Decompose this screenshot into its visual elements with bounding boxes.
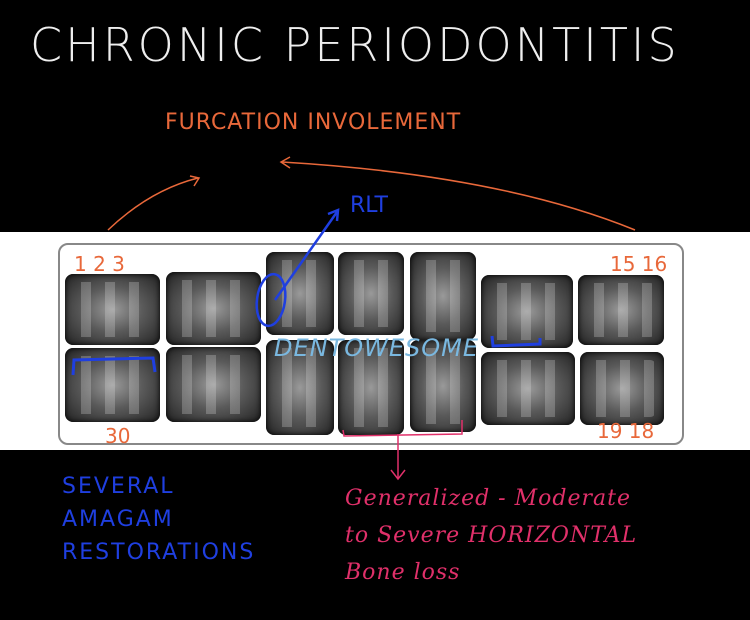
arrow-head xyxy=(390,469,406,481)
amalgam-bracket-lower-right xyxy=(71,356,157,376)
xray-tile xyxy=(410,252,476,340)
title: CHRONIC PERIODONTITIS xyxy=(30,18,680,72)
xray-tile xyxy=(266,340,334,435)
xray-tile xyxy=(166,272,261,345)
teeth-label-15-16: 15 16 xyxy=(610,252,668,276)
note-line: to Severe HORIZONTAL xyxy=(345,523,638,548)
arrow-head xyxy=(189,175,201,187)
bone-loss-note: Generalized - Moderate to Severe HORIZON… xyxy=(345,480,637,591)
amalgam-bracket-upper-left xyxy=(490,335,542,348)
arrow-to-furcation-right xyxy=(281,161,636,231)
xray-tile xyxy=(338,252,404,335)
arrow-to-furcation-left xyxy=(107,177,199,231)
tooth-label-30: 30 xyxy=(105,424,131,448)
xray-tile xyxy=(578,275,664,345)
xray-tile xyxy=(338,340,404,435)
teeth-label-19-18: 19 18 xyxy=(597,419,655,443)
note-line: AMAGAM xyxy=(62,507,174,532)
bone-loss-bracket xyxy=(342,420,463,437)
xray-tile xyxy=(410,340,476,432)
note-line: Bone loss xyxy=(345,560,461,585)
xray-tile xyxy=(481,352,575,425)
note-line: SEVERAL xyxy=(62,474,175,499)
xray-tile xyxy=(580,352,664,425)
note-line: Generalized - Moderate xyxy=(345,486,631,511)
teeth-label-1-2-3: 1 2 3 xyxy=(74,252,125,276)
arrow-head xyxy=(327,208,340,222)
amalgam-note: SEVERAL AMAGAM RESTORATIONS xyxy=(62,470,255,569)
rct-label: RLT xyxy=(350,193,388,218)
arrow-head xyxy=(279,156,291,169)
rct-circle xyxy=(255,272,287,328)
note-line: RESTORATIONS xyxy=(62,540,256,565)
xray-tile xyxy=(481,275,573,348)
watermark: DENTOWESOME xyxy=(274,334,480,362)
xray-tile xyxy=(166,347,261,422)
xray-tile xyxy=(65,274,160,345)
furcation-label: FURCATION INVOLEMENT xyxy=(165,110,462,135)
